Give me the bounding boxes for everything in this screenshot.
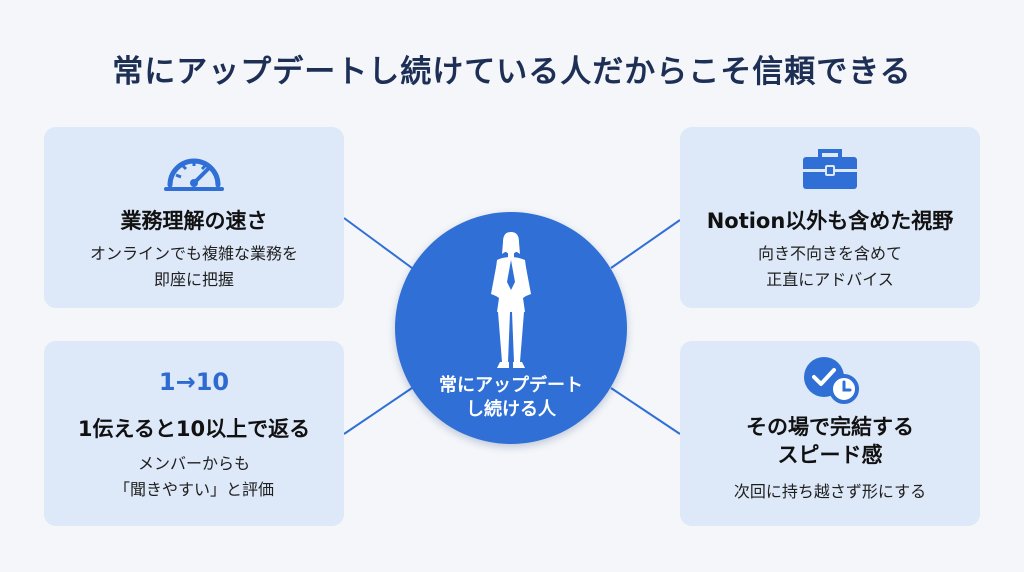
connector-bottom-left [343,387,413,435]
card-description-line: 次回に持ち越さず形にする [733,482,927,501]
card-description-line: 正直にアドバイス [766,270,894,289]
card-broad-perspective: Notion以外も含めた視野 向き不向きを含めて 正直にアドバイス [680,127,980,308]
card-description: 向き不向きを含めて 正直にアドバイス [680,241,980,293]
card-description: オンラインでも複雑な業務を 即座に把握 [44,241,344,293]
connector-top-right [610,219,681,269]
check-clock-icon [804,357,859,404]
center-circle: 常にアップデート し続ける人 [395,212,627,444]
center-label: 常にアップデート し続ける人 [395,374,627,422]
person-icon [491,232,531,368]
card-description-line: メンバーからも [137,454,250,473]
card-description-line: オンラインでも複雑な業務を [89,244,298,263]
card-description-line: 即座に把握 [153,270,234,289]
center-label-line: し続ける人 [466,399,556,420]
card-description: 次回に持ち越さず形にする [680,479,980,505]
card-heading: Notion以外も含めた視野 [706,209,954,233]
card-heading-line: スピード感 [777,443,883,467]
card-description: メンバーからも 「聞きやすい」と評価 [44,451,344,503]
card-heading: その場で完結する スピード感 [680,413,980,469]
card-description-line: 向き不向きを含めて [757,244,902,263]
ratio-label: 1→10 [158,368,230,396]
card-heading-line: その場で完結する [746,415,914,439]
card-heading: 業務理解の速さ [120,209,268,233]
page-title: 常にアップデートし続けている人だからこそ信頼できる [112,54,912,90]
speedometer-icon [164,158,224,191]
card-business-understanding: 業務理解の速さ オンラインでも複雑な業務を 即座に把握 [44,127,344,308]
center-label-line: 常にアップデート [439,375,583,396]
card-on-the-spot-speed: その場で完結する スピード感 次回に持ち越さず形にする [680,341,980,526]
card-description-line: 「聞きやすい」と評価 [113,480,274,499]
toolbox-icon [803,149,857,189]
card-heading: 1伝えると10以上で返る [77,417,311,441]
card-amplified-response: 1→10 1伝えると10以上で返る メンバーからも 「聞きやすい」と評価 [44,341,344,526]
connector-bottom-right [610,387,681,435]
connector-top-left [343,217,413,269]
